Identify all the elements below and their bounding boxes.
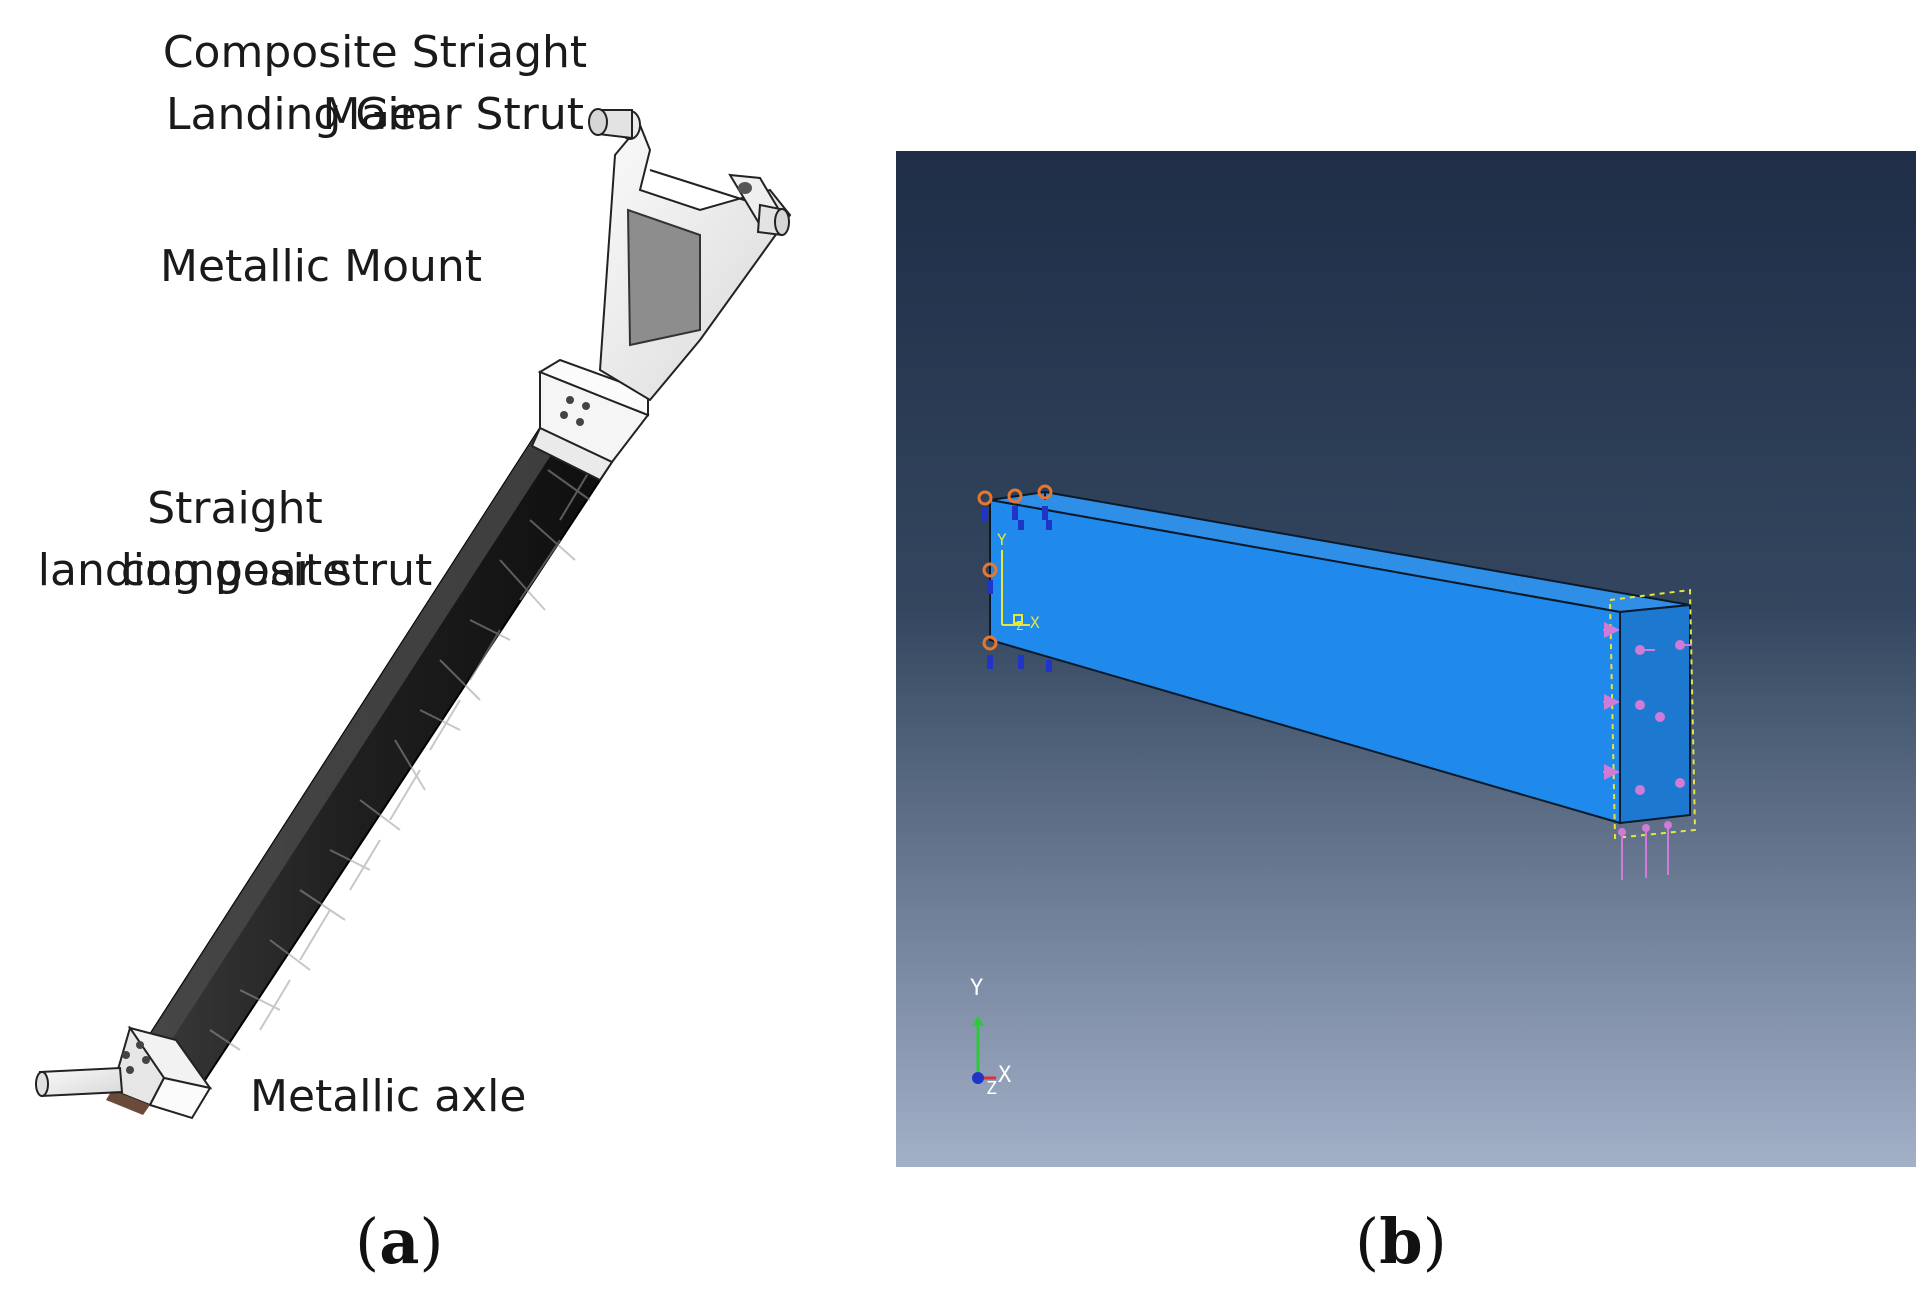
pressure-load-arrows: [1603, 622, 1692, 880]
local-y-label: Y: [997, 530, 1007, 549]
label-strut-title-line1: Composite Striaght Main: [162, 27, 588, 140]
metallic-axle-block: [35, 1025, 213, 1120]
label-strut-line2: landing gear strut: [37, 545, 433, 596]
view-z-label: Z: [986, 1078, 997, 1099]
caption-a: (a): [355, 1205, 444, 1278]
view-y-label: Y: [970, 976, 983, 1001]
caption-a-close: ): [419, 1205, 444, 1278]
label-strut-title-line2: Landing Gear Strut: [166, 89, 584, 140]
label-metallic-mount: Metallic Mount: [160, 241, 483, 292]
caption-b: (b): [1355, 1205, 1447, 1278]
caption-a-open: (: [355, 1205, 380, 1278]
metallic-mount: [530, 108, 792, 482]
reference-point-outline: [1609, 588, 1697, 840]
panel-a-drawing: [35, 108, 792, 1120]
local-csys-triad: [1001, 550, 1030, 626]
local-x-label: X: [1030, 613, 1040, 632]
local-z-label: Z: [1016, 619, 1023, 633]
caption-a-letter: a: [379, 1205, 420, 1278]
view-triad: [972, 1016, 996, 1084]
beam: [989, 490, 1691, 825]
caption-b-close: ): [1422, 1205, 1447, 1278]
composite-strut: [138, 426, 614, 1082]
view-x-label: X: [998, 1063, 1012, 1088]
caption-b-letter: b: [1379, 1205, 1423, 1278]
caption-b-open: (: [1355, 1205, 1380, 1278]
label-metallic-axle: Metallic axle: [250, 1071, 527, 1122]
label-strut-line1: Straight composite: [120, 483, 350, 596]
boundary-condition-symbols: [977, 484, 1053, 672]
